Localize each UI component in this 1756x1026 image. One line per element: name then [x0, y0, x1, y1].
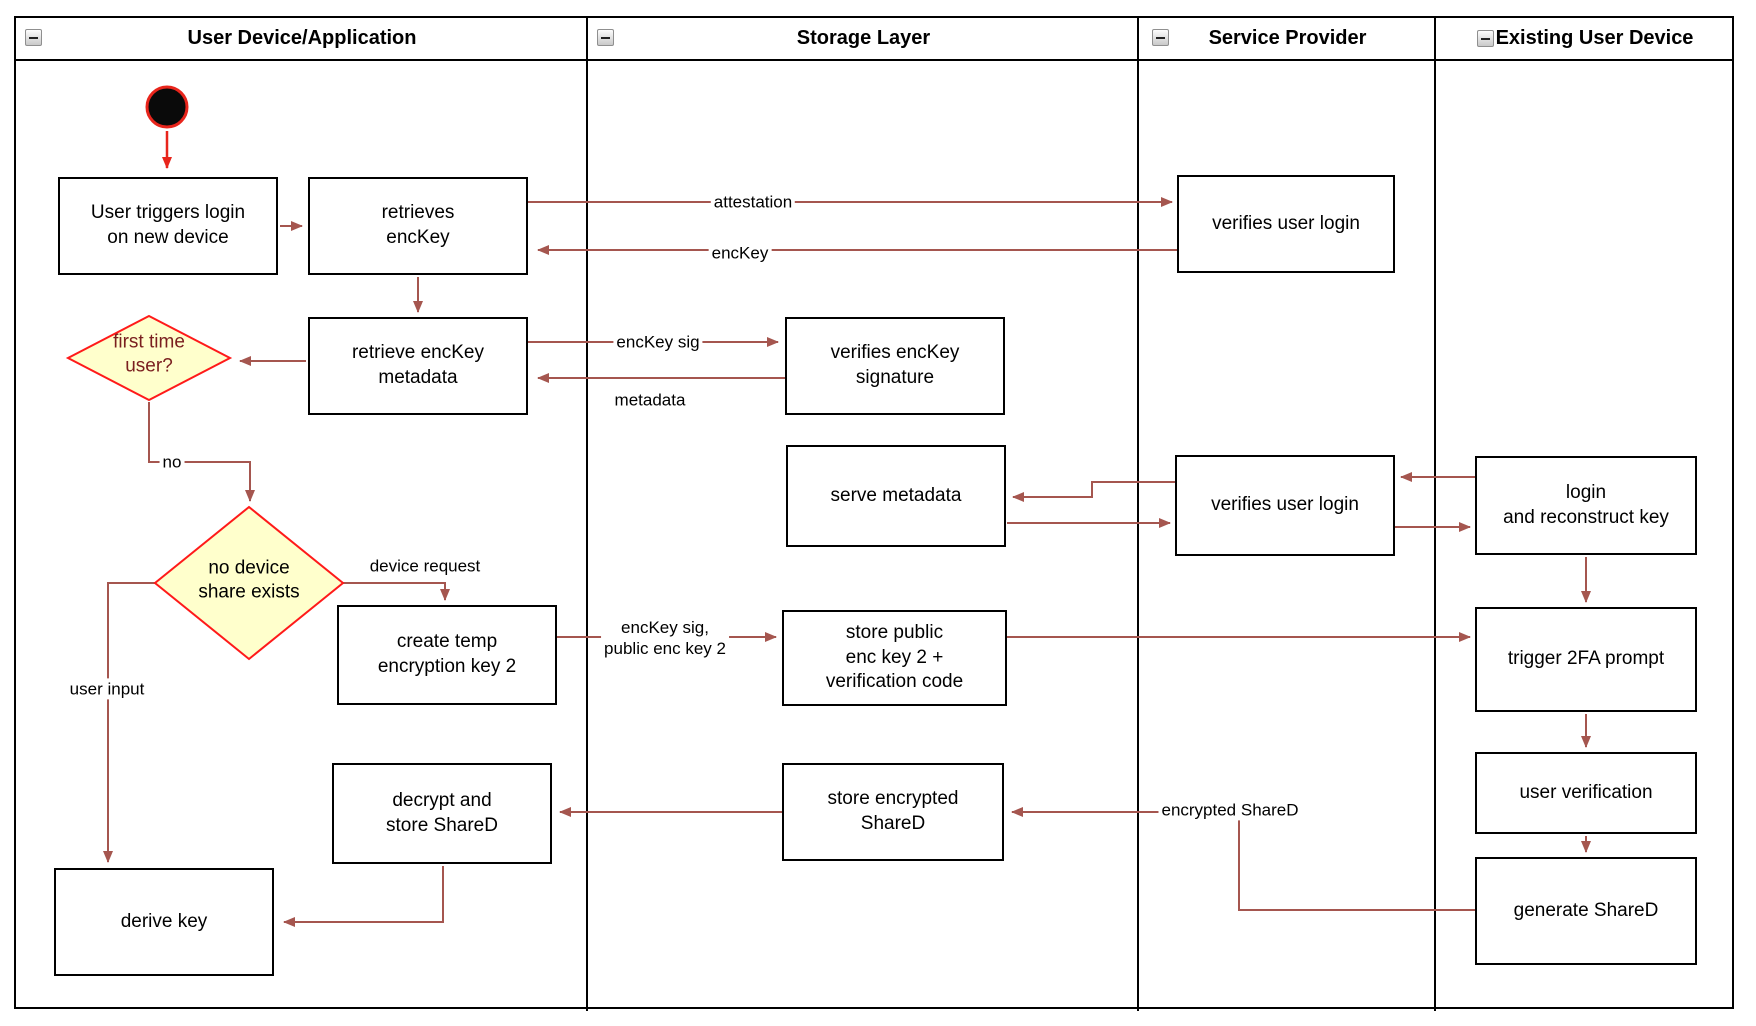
- collapse-icon[interactable]: [1476, 30, 1494, 47]
- edge-label-enckey-sig-public: encKey sig, public enc key 2: [601, 616, 729, 660]
- node-label: verifies user login: [1212, 212, 1360, 234]
- node-label: verifies encKey signature: [830, 342, 960, 388]
- node-user-verification[interactable]: user verification: [1475, 752, 1697, 834]
- node-label: trigger 2FA prompt: [1507, 648, 1665, 670]
- node-label: serve metadata: [830, 484, 962, 506]
- lane-title: Existing User Device: [1495, 27, 1694, 49]
- node-label: derive key: [120, 910, 208, 932]
- minus-glyph: [1156, 36, 1165, 39]
- collapse-icon[interactable]: [1152, 29, 1169, 46]
- lane-divider-2: [1137, 18, 1139, 1011]
- node-retrieves-enckey[interactable]: retrieves encKey: [308, 177, 528, 275]
- node-retrieve-enckey-metadata[interactable]: retrieve encKey metadata: [308, 317, 528, 415]
- edge-label-device-request: device request: [369, 556, 481, 576]
- node-verifies-user-login-top[interactable]: verifies user login: [1177, 175, 1395, 273]
- lane-header-existing-user-device[interactable]: Existing User Device: [1436, 18, 1734, 59]
- node-label: store encrypted ShareD: [827, 788, 959, 834]
- node-store-encrypted-shared[interactable]: store encrypted ShareD: [782, 763, 1004, 861]
- node-serve-metadata[interactable]: serve metadata: [786, 445, 1006, 547]
- node-label: create temp encryption key 2: [377, 631, 517, 677]
- edge-label-attestation: attestation: [710, 191, 796, 213]
- header-divider: [16, 59, 1732, 61]
- node-label: User triggers login on new device: [90, 202, 246, 248]
- lane-divider-1: [586, 18, 588, 1011]
- edge-label-enckey-sig: encKey sig: [613, 331, 703, 353]
- lane-divider-3: [1434, 18, 1436, 1011]
- node-generate-shared[interactable]: generate ShareD: [1475, 857, 1697, 965]
- node-create-temp-key[interactable]: create temp encryption key 2: [337, 605, 557, 705]
- node-label: retrieves encKey: [381, 202, 455, 248]
- node-user-triggers-login[interactable]: User triggers login on new device: [58, 177, 278, 275]
- node-label: verifies user login: [1211, 494, 1359, 516]
- decision-label-first-time-user: first time user?: [113, 331, 185, 376]
- node-trigger-2fa-prompt[interactable]: trigger 2FA prompt: [1475, 607, 1697, 712]
- edge-label-encrypted-shared: encrypted ShareD: [1158, 799, 1302, 821]
- edge-label-user-input: user input: [66, 678, 148, 700]
- collapse-icon[interactable]: [25, 29, 42, 46]
- lane-title: Service Provider: [1208, 27, 1367, 49]
- lane-title: Storage Layer: [796, 27, 931, 49]
- node-verifies-user-login-mid[interactable]: verifies user login: [1175, 455, 1395, 556]
- lane-title: User Device/Application: [187, 27, 417, 49]
- node-label: login and reconstruct key: [1503, 481, 1669, 528]
- edge-label-enckey: encKey: [708, 242, 772, 264]
- edge-label-metadata: metadata: [614, 390, 686, 410]
- node-verifies-enckey-signature[interactable]: verifies encKey signature: [785, 317, 1005, 415]
- collapse-icon[interactable]: [597, 29, 614, 46]
- node-label: retrieve encKey metadata: [351, 342, 484, 388]
- node-label: generate ShareD: [1513, 899, 1659, 921]
- node-label: user verification: [1519, 781, 1653, 803]
- decision-label-no-device-share: no device share exists: [198, 557, 300, 602]
- lane-header-service-provider[interactable]: Service Provider: [1139, 18, 1436, 59]
- node-store-public-enc-key[interactable]: store public enc key 2 + verification co…: [782, 610, 1007, 706]
- node-label: decrypt and store ShareD: [386, 789, 498, 836]
- minus-glyph: [29, 36, 38, 39]
- minus-glyph: [1480, 37, 1490, 40]
- node-decrypt-store-shared[interactable]: decrypt and store ShareD: [332, 763, 552, 864]
- minus-glyph: [601, 36, 610, 39]
- lane-header-storage-layer[interactable]: Storage Layer: [588, 18, 1139, 59]
- node-derive-key[interactable]: derive key: [54, 868, 274, 976]
- node-label: store public enc key 2 + verification co…: [825, 621, 964, 693]
- node-login-reconstruct-key[interactable]: login and reconstruct key: [1475, 456, 1697, 555]
- lane-header-user-device[interactable]: User Device/Application: [16, 18, 588, 59]
- edge-label-no: no: [159, 451, 185, 473]
